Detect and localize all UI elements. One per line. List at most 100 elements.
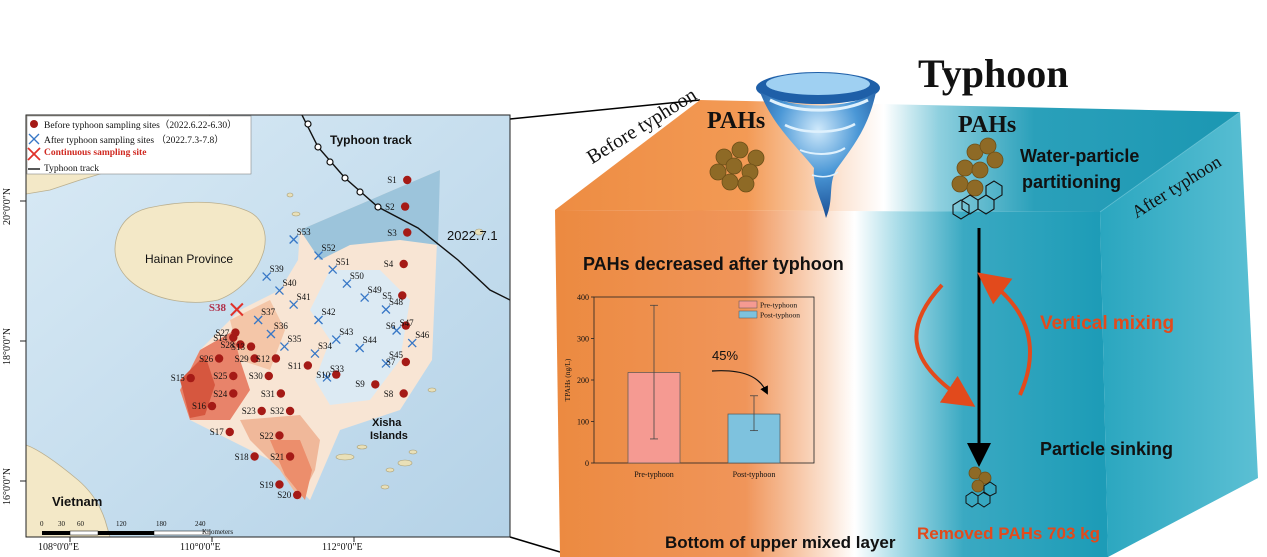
partition-line2: partitioning — [1022, 172, 1121, 192]
before-site-S7 — [401, 357, 411, 367]
map-legend — [26, 115, 252, 175]
concentration-region — [180, 170, 440, 500]
before-site-S9 — [371, 380, 380, 389]
legend-label: Pre-typhoon — [760, 301, 797, 310]
lon-label-112: 112°0'0"E — [322, 542, 363, 553]
before-site-S28 — [236, 340, 245, 349]
legend-track-text: Typhoon track — [44, 164, 100, 174]
percent-label: 45% — [712, 348, 738, 363]
removed-label: Removed PAHs 703 kg — [917, 524, 1100, 543]
scale-tick-60: 60 — [77, 520, 84, 528]
legend-before-text: Before typhoon sampling sites（2022.6.22-… — [44, 121, 237, 131]
x-tick-label: Pre-typhoon — [634, 470, 674, 479]
continuous-site-S38 — [230, 302, 244, 317]
xisha-label: Xisha — [372, 417, 402, 429]
after-site-S37 — [253, 315, 263, 325]
map-panel — [20, 114, 511, 542]
scale-tick-120: 120 — [116, 520, 127, 528]
before-site-S15 — [186, 373, 195, 383]
scale-unit: Kilometers — [202, 528, 234, 536]
after-site-S34 — [310, 349, 320, 359]
partition-line1: Water-particle — [1020, 146, 1140, 166]
pah-cluster-right-icon — [951, 137, 1004, 220]
before-site-S25 — [229, 371, 238, 381]
after-site-S46 — [407, 338, 417, 348]
y-tick-label: 200 — [577, 376, 589, 385]
lon-label-108: 108°0'0"E — [38, 542, 79, 553]
before-site-S18 — [250, 452, 259, 461]
before-site-S26 — [214, 354, 224, 363]
after-site-S35 — [279, 342, 289, 352]
legend-before-dot — [30, 120, 38, 128]
before-site-S31 — [276, 389, 286, 398]
particle-sinking-label: Particle sinking — [1040, 439, 1174, 459]
chart-frame — [593, 296, 815, 464]
after-site-S43 — [331, 335, 341, 345]
y-tick-label: 0 — [585, 459, 589, 468]
axis-ticks — [20, 200, 355, 542]
legend-swatch — [738, 300, 758, 309]
legend-swatch — [738, 310, 758, 319]
legend-after-text: After typhoon sampling sites （2022.7.3-7… — [44, 136, 224, 146]
after-site-S39 — [262, 272, 272, 282]
before-site-S16 — [207, 401, 217, 411]
before-site-S22 — [275, 431, 284, 440]
before-site-S19 — [275, 480, 284, 489]
y-tick-label: 400 — [577, 293, 589, 302]
before-site-S23 — [257, 406, 266, 416]
after-site-S47 — [392, 326, 402, 335]
date-label: 2022.7.1 — [447, 228, 498, 243]
before-site-S10 — [332, 370, 341, 379]
typhoon-track-line — [301, 115, 510, 301]
vertical-mixing-label: Vertical mixing — [1040, 313, 1175, 334]
after-site-S49 — [360, 293, 370, 303]
scale-tick-180: 180 — [156, 520, 167, 528]
after-site-S36 — [266, 329, 276, 339]
map-frame — [25, 114, 511, 538]
after-site-S48 — [381, 305, 391, 314]
typhoon-track-points — [304, 120, 382, 211]
mixing-arrow-up — [977, 272, 1032, 396]
tornado-icon — [756, 72, 880, 218]
before-site-S27 — [231, 328, 240, 337]
xisha-islets — [286, 192, 484, 490]
after-site-S53 — [289, 235, 299, 244]
before-site-S5 — [398, 291, 407, 300]
after-site-S44 — [355, 343, 365, 353]
after-site-S45 — [381, 358, 391, 368]
before-site-S4 — [399, 259, 408, 269]
before-site-S17 — [225, 427, 234, 437]
before-site-S12 — [271, 354, 281, 363]
scale-tick-0: 0 — [40, 520, 44, 528]
before-site-S3 — [403, 228, 412, 237]
pahs-before-label: PAHs — [707, 108, 766, 134]
before-site-S11 — [303, 361, 313, 370]
y-tick-label: 100 — [577, 418, 589, 427]
after-site-S40 — [274, 286, 284, 296]
vietnam-label: Vietnam — [52, 494, 103, 509]
after-site-S51 — [328, 265, 338, 275]
x-tick-label: Post-typhoon — [733, 470, 776, 479]
scale-tick-30: 30 — [58, 520, 65, 528]
hainan-label: Hainan Province — [145, 252, 234, 266]
bottom-layer-label: Bottom of upper mixed layer — [665, 533, 896, 552]
decreased-title: PAHs decreased after typhoon — [583, 254, 844, 274]
before-site-S24 — [229, 389, 238, 398]
before-site-S13 — [246, 342, 256, 351]
legend-after-cross — [28, 133, 40, 145]
before-site-S32 — [285, 406, 295, 416]
lon-label-110: 110°0'0"E — [180, 542, 221, 553]
after-site-S42 — [314, 315, 323, 325]
typhoon-title: Typhoon — [918, 51, 1069, 96]
connector-bottom — [509, 536, 561, 553]
before-site-S8 — [399, 389, 408, 398]
pah-cluster-left-icon — [709, 141, 765, 193]
mixing-arrow-down — [914, 283, 976, 407]
y-tick-label: 300 — [577, 335, 589, 344]
pahs-after-label: PAHs — [958, 112, 1017, 138]
hainan-island — [114, 201, 266, 303]
lat-label-20: 20°0'0"N — [2, 187, 13, 225]
vietnam-coast — [26, 444, 111, 537]
before-site-S1 — [403, 175, 412, 185]
